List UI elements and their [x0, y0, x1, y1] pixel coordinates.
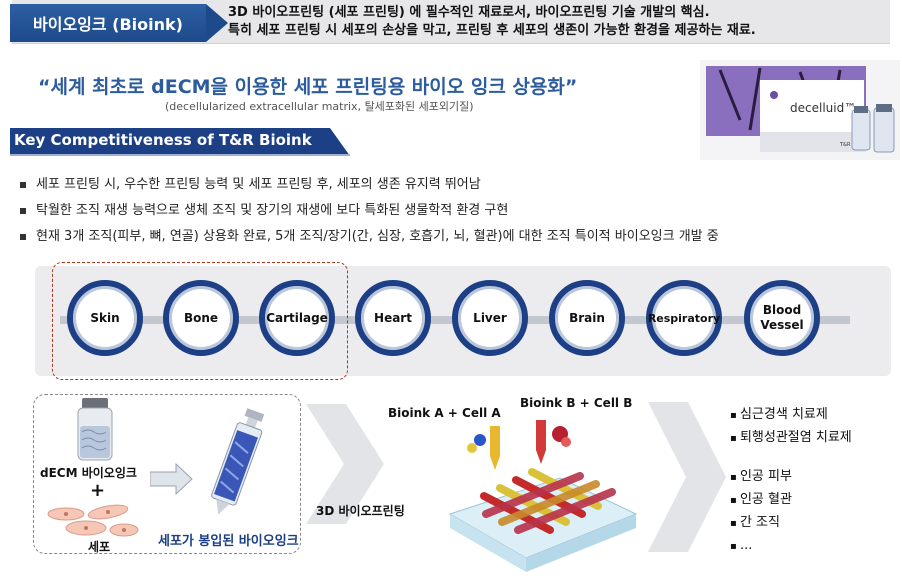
header-desc-line2: 특히 세포 프린팅 시 세포의 손상을 막고, 프린팅 후 세포의 생존이 가능…: [228, 23, 756, 38]
printed-scaffold-icon: [448, 420, 638, 572]
page-title: “세계 최초로 dECM을 이용한 세포 프린팅용 바이오 잉크 상용화”: [38, 76, 578, 98]
bullet-item: 탁월한 조직 재생 능력으로 생체 조직 및 장기의 재생에 보다 특화된 생물…: [20, 198, 719, 224]
result-arrow-icon: [648, 402, 726, 552]
tissue-brain: Brain: [549, 280, 625, 356]
syringe-label: 세포가 봉입된 바이오잉크: [158, 534, 299, 549]
plus-sign: +: [90, 480, 106, 501]
artificial-tissue-list: 인공 피부 인공 혈관 간 조직 ...: [730, 466, 792, 558]
cell-label: 세포: [88, 540, 111, 554]
header-desc-line1: 3D 바이오프린팅 (세포 프린팅) 에 필수적인 재료로서, 바이오프린팅 기…: [228, 5, 710, 20]
header-description: 3D 바이오프린팅 (세포 프린팅) 에 필수적인 재료로서, 바이오프린팅 기…: [228, 4, 756, 40]
application-item: 인공 혈관: [730, 489, 792, 512]
commercialized-selection-box: [52, 262, 348, 380]
tissue-blood-vessel: Blood Vessel: [744, 280, 820, 356]
bioink-b-label: Bioink B + Cell B: [520, 396, 633, 410]
application-item: 퇴행성관절염 치료제: [730, 427, 852, 450]
right-arrow-icon: [150, 462, 193, 496]
decm-vial-icon: [77, 398, 113, 461]
bioink-a-label: Bioink A + Cell A: [388, 406, 501, 420]
tissue-label: Cartilage: [266, 310, 328, 325]
tissue-skin: Skin: [67, 280, 143, 356]
tissue-label: Respiratory: [647, 311, 721, 325]
tissue-label: Skin: [90, 310, 120, 325]
tissue-label: Blood Vessel: [760, 303, 804, 332]
therapy-list: 심근경색 치료제 퇴행성관절염 치료제: [730, 404, 852, 450]
tissue-bone: Bone: [163, 280, 239, 356]
bullet-item: 현재 3개 조직(피부, 뼈, 연골) 상용화 완료, 5개 조직/장기(간, …: [20, 224, 719, 250]
printing-label: 3D 바이오프린팅: [316, 504, 405, 518]
product-image: decelluid™ T&R BIOFAB: [700, 60, 900, 160]
application-item: 인공 피부: [730, 466, 792, 489]
bioink-prep-box: [33, 394, 301, 554]
tissue-label: Bone: [183, 310, 219, 325]
bullet-item: 세포 프린팅 시, 우수한 프린팅 능력 및 세포 프린팅 후, 세포의 생존 …: [20, 172, 719, 198]
tissue-cartilage: Cartilage: [259, 280, 335, 356]
cells-icon: [47, 504, 139, 537]
application-item: ...: [730, 535, 792, 558]
tissue-respiratory: Respiratory: [646, 280, 722, 356]
syringe-icon: [211, 408, 265, 515]
page-subtitle: (decellularized extracellular matrix, 탈세…: [165, 100, 474, 113]
tissue-liver: Liver: [452, 280, 528, 356]
key-competitiveness-bar: [10, 128, 350, 156]
process-arrow-icon: [306, 404, 384, 524]
product-brand: decelluid™: [790, 101, 856, 115]
application-item: 심근경색 치료제: [730, 404, 852, 427]
competitiveness-list: 세포 프린팅 시, 우수한 프린팅 능력 및 세포 프린팅 후, 세포의 생존 …: [20, 172, 719, 250]
tissue-label: Liver: [473, 310, 507, 325]
tissue-label: Heart: [374, 310, 412, 325]
decm-label: dECM 바이오잉크: [40, 466, 137, 480]
tissue-label: Brain: [569, 310, 605, 325]
bioink-tag: 바이오잉크 (Bioink): [10, 4, 228, 42]
key-competitiveness-heading: Key Competitiveness of T&R Bioink: [14, 131, 312, 149]
tissue-heart: Heart: [355, 280, 431, 356]
application-item: 간 조직: [730, 512, 792, 535]
